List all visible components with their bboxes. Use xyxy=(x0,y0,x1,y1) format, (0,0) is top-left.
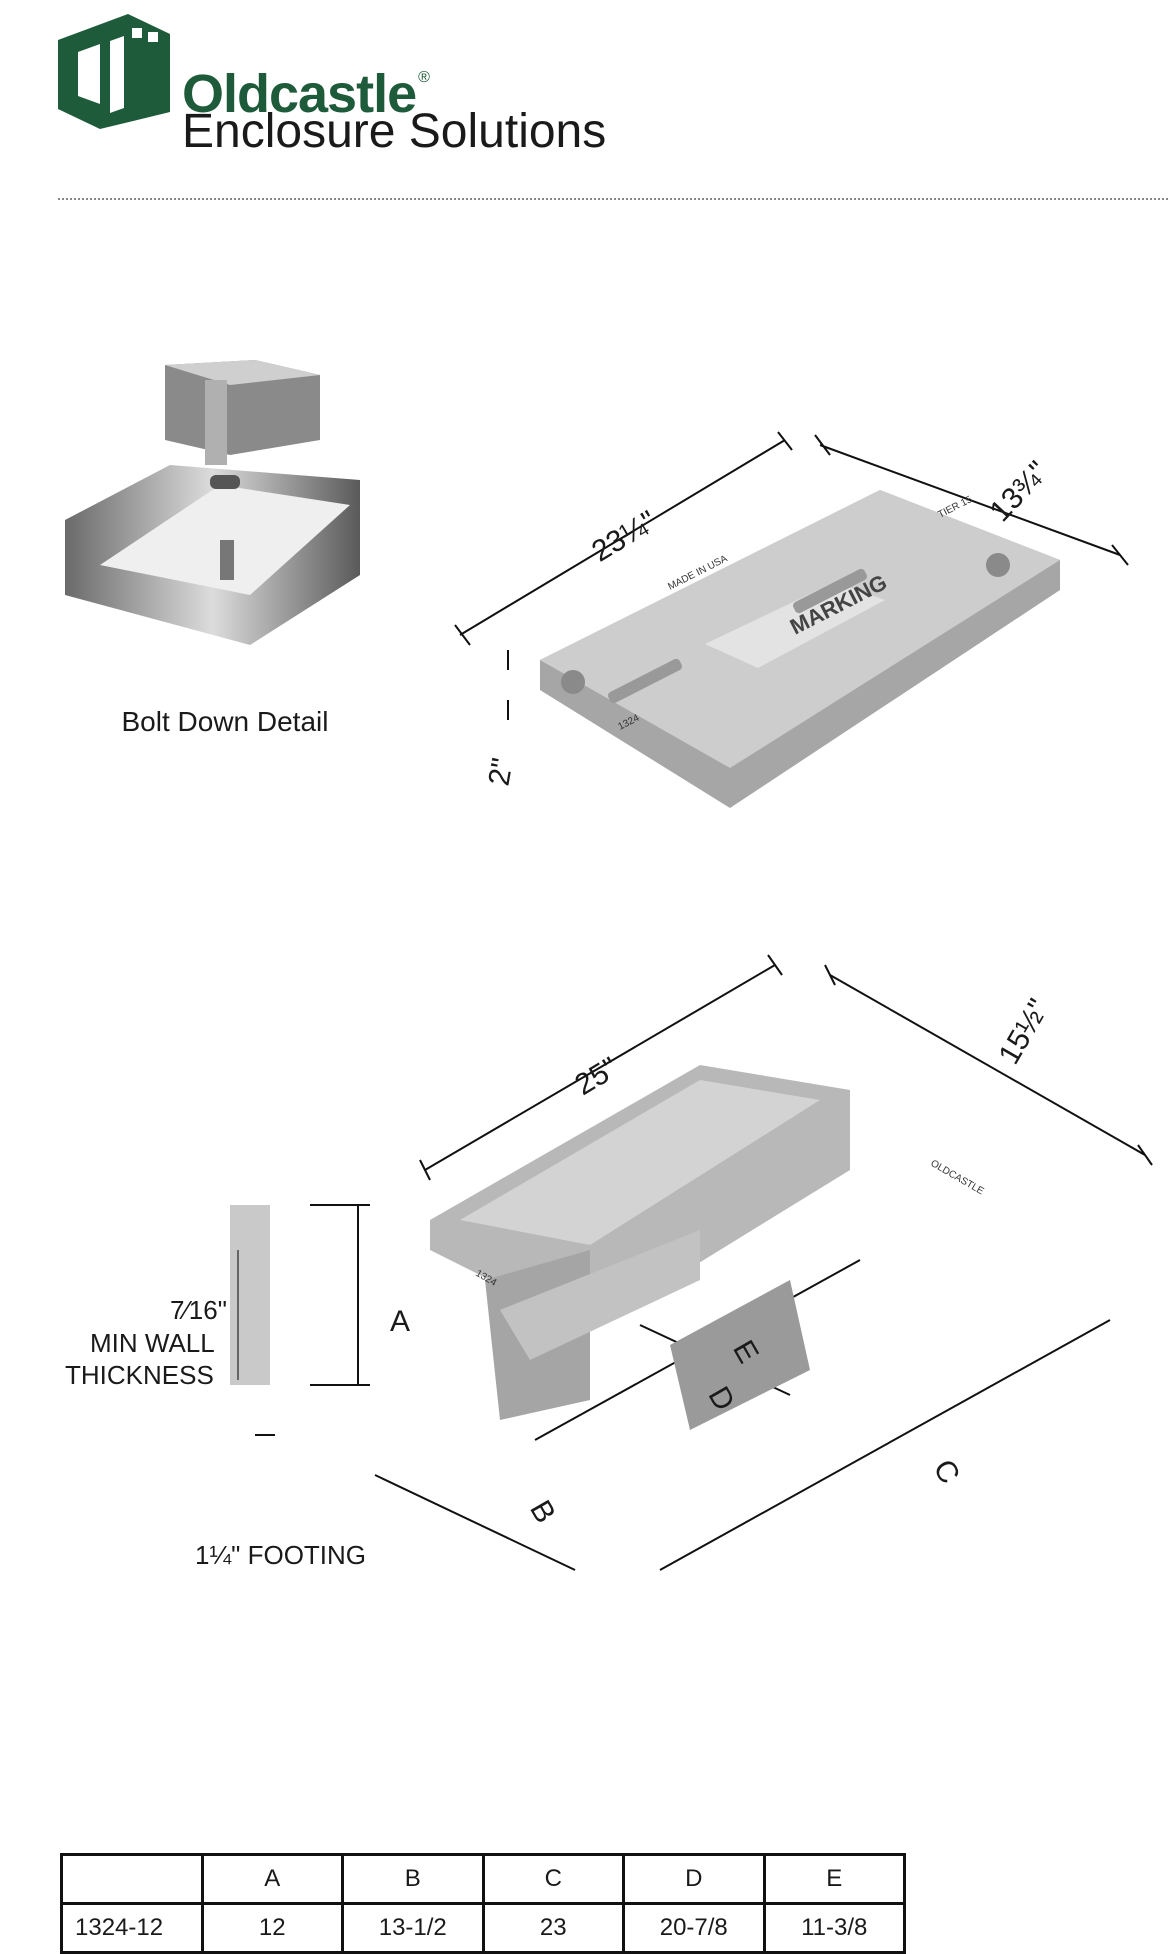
cover-tier-label: TIER 15 xyxy=(936,494,974,521)
table-header-cell: D xyxy=(622,1853,766,1905)
table-cell-model: 1324-12 xyxy=(60,1902,204,1954)
castle-logo-icon xyxy=(58,14,170,129)
brand-subtitle: Enclosure Solutions xyxy=(182,105,607,158)
box-drawing: OLDCASTLE 1324 25" 15½" A B C D E 7⁄16" … xyxy=(65,950,1170,1600)
table-header-cell: C xyxy=(481,1853,625,1905)
wall-thickness-label: THICKNESS xyxy=(65,1360,214,1390)
dimensions-table: A B C D E 1324-12 12 13-1/2 23 20-7/8 11… xyxy=(60,1853,906,1954)
table-header-cell: B xyxy=(341,1853,485,1905)
table-cell: 13-1/2 xyxy=(341,1902,485,1954)
min-wall-label: MIN WALL xyxy=(90,1328,215,1358)
header-divider xyxy=(58,198,1168,200)
wall-fraction-label: 7⁄16" xyxy=(170,1295,227,1325)
table-header-cell: A xyxy=(200,1853,344,1905)
bolt-down-caption: Bolt Down Detail xyxy=(121,706,329,737)
table-cell: 23 xyxy=(481,1902,625,1954)
cover-illustration: MARKING MADE IN USA TIER 15 1324 xyxy=(454,431,1129,808)
footing-label: 1¼" FOOTING xyxy=(195,1540,367,1570)
table-cell: 20-7/8 xyxy=(622,1902,766,1954)
cover-thickness-dimension: 2" xyxy=(482,755,520,789)
cover-drawing: MARKING MADE IN USA TIER 15 1324 23¼" 13… xyxy=(440,420,1160,820)
box-rim-label: OLDCASTLE xyxy=(929,1158,986,1197)
bolt-down-detail-illustration xyxy=(65,360,360,645)
header: Oldcastle® Enclosure Solutions xyxy=(0,0,1170,210)
table-header-cell: E xyxy=(762,1853,906,1905)
table-header-cell xyxy=(60,1853,204,1905)
table-header-row: A B C D E xyxy=(60,1853,906,1905)
table-cell: 11-3/8 xyxy=(762,1902,906,1954)
brand-name: Oldcastle® xyxy=(182,64,430,124)
table-row: 1324-12 12 13-1/2 23 20-7/8 11-3/8 xyxy=(60,1902,906,1954)
table-cell: 12 xyxy=(200,1902,344,1954)
dimension-a-label: A xyxy=(390,1305,411,1338)
